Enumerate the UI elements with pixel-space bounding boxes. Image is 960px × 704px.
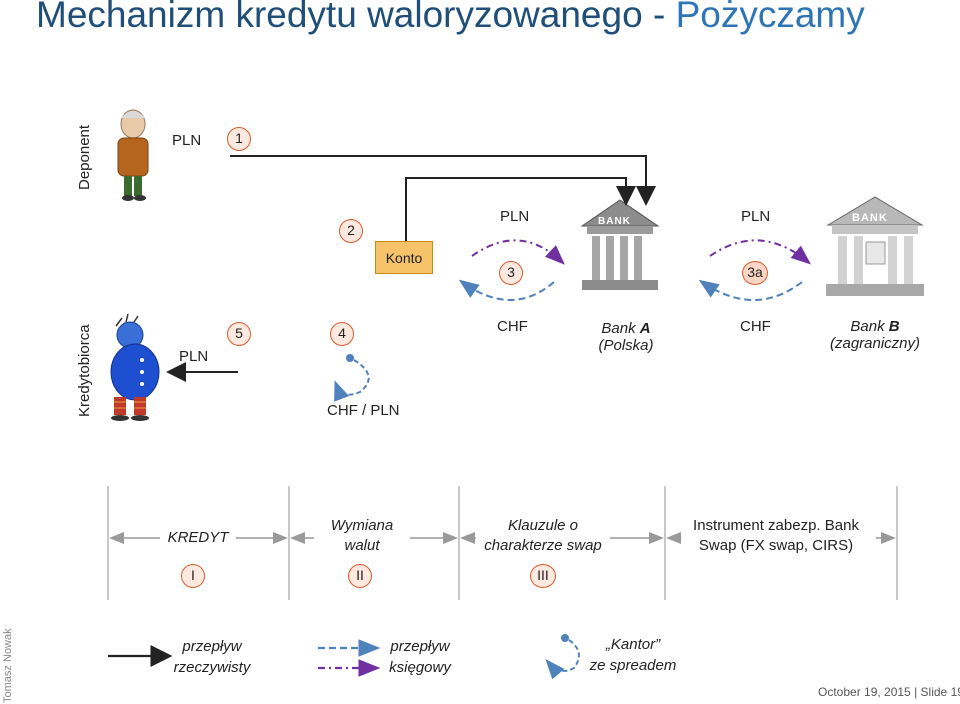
konto-box: Konto bbox=[375, 241, 433, 274]
phase-2-line2: walut bbox=[344, 537, 380, 554]
footer: October 19, 2015 | Slide 19 bbox=[818, 685, 960, 699]
legend-dashed-label: przepływ księgowy bbox=[380, 636, 460, 678]
footer-slide: Slide 19 bbox=[920, 685, 960, 699]
label-pln-top: PLN bbox=[172, 132, 202, 149]
footer-date: October 19, 2015 bbox=[818, 685, 911, 699]
label-pln-left: PLN bbox=[179, 348, 209, 365]
legend-solid-line1: przepływ bbox=[182, 638, 242, 655]
legend-dashed-line2: księgowy bbox=[389, 659, 451, 676]
label-chf-pln: CHF / PLN bbox=[327, 402, 400, 419]
legend-kantor-line1: „Kantor” bbox=[605, 636, 661, 653]
phase-4-line2: Swap (FX swap, CIRS) bbox=[698, 537, 854, 554]
label-chf-a: CHF bbox=[497, 318, 528, 335]
page-title: Mechanizm kredytu waloryzowanego - Pożyc… bbox=[36, 0, 865, 36]
bank-b-sign: BANK bbox=[852, 212, 888, 224]
phase-3-label: Klauzule o charakterze swap bbox=[474, 516, 612, 556]
footer-sep: | bbox=[914, 685, 918, 699]
phase-2-line1: Wymiana bbox=[330, 517, 394, 534]
phase-2-badge: II bbox=[348, 564, 372, 588]
label-pln-3a: PLN bbox=[741, 208, 771, 225]
phase-1-badge: I bbox=[181, 564, 205, 588]
legend-solid-line2: rzeczywisty bbox=[173, 659, 251, 676]
author-label: Tomasz Nowak bbox=[2, 628, 14, 703]
bank-a-sign: BANK bbox=[598, 216, 631, 227]
legend-solid-label: przepływ rzeczywisty bbox=[170, 636, 254, 678]
step-3-badge: 3 bbox=[499, 261, 523, 285]
step-3a-badge: 3a bbox=[742, 261, 768, 285]
legend-kantor-label: „Kantor” ze spreadem bbox=[584, 634, 682, 676]
bank-b-icon bbox=[826, 196, 924, 296]
step-2-badge: 2 bbox=[339, 219, 363, 243]
bank-a-sub: (Polska) bbox=[598, 337, 654, 354]
bank-b-label: Bank B (zagraniczny) bbox=[820, 318, 930, 352]
legend-dashed-line1: przepływ bbox=[390, 638, 450, 655]
step-5-badge: 5 bbox=[227, 322, 251, 346]
phase-1-label: KREDYT bbox=[167, 529, 229, 546]
phase-4-line1: Instrument zabezp. Bank bbox=[693, 517, 859, 534]
deponent-figure bbox=[117, 109, 149, 201]
step-1-badge: 1 bbox=[227, 127, 251, 151]
bank-b-sub: (zagraniczny) bbox=[829, 335, 921, 352]
phase-2-label: Wymiana walut bbox=[314, 516, 410, 556]
title-main: Mechanizm kredytu waloryzowanego - bbox=[36, 0, 676, 35]
kredytobiorca-figure bbox=[110, 313, 160, 421]
label-pln-3: PLN bbox=[500, 208, 530, 225]
bank-a-name: Bank bbox=[601, 320, 640, 337]
bank-a-letter: A bbox=[639, 320, 651, 337]
phase-4-label: Instrument zabezp. Bank Swap (FX swap, C… bbox=[676, 516, 876, 556]
bank-a-label: Bank A (Polska) bbox=[580, 320, 672, 354]
step-4-badge: 4 bbox=[330, 322, 354, 346]
phase-3-line1: Klauzule o bbox=[507, 517, 579, 534]
bank-b-letter: B bbox=[888, 318, 900, 335]
bank-a-icon bbox=[580, 199, 660, 290]
phase-3-badge: III bbox=[530, 564, 556, 588]
title-highlight: Pożyczamy bbox=[675, 0, 865, 35]
legend-kantor-line2: ze spreadem bbox=[589, 657, 677, 674]
phase-3-line2: charakterze swap bbox=[484, 537, 602, 554]
bank-b-name: Bank bbox=[850, 318, 889, 335]
label-chf-b: CHF bbox=[740, 318, 771, 335]
